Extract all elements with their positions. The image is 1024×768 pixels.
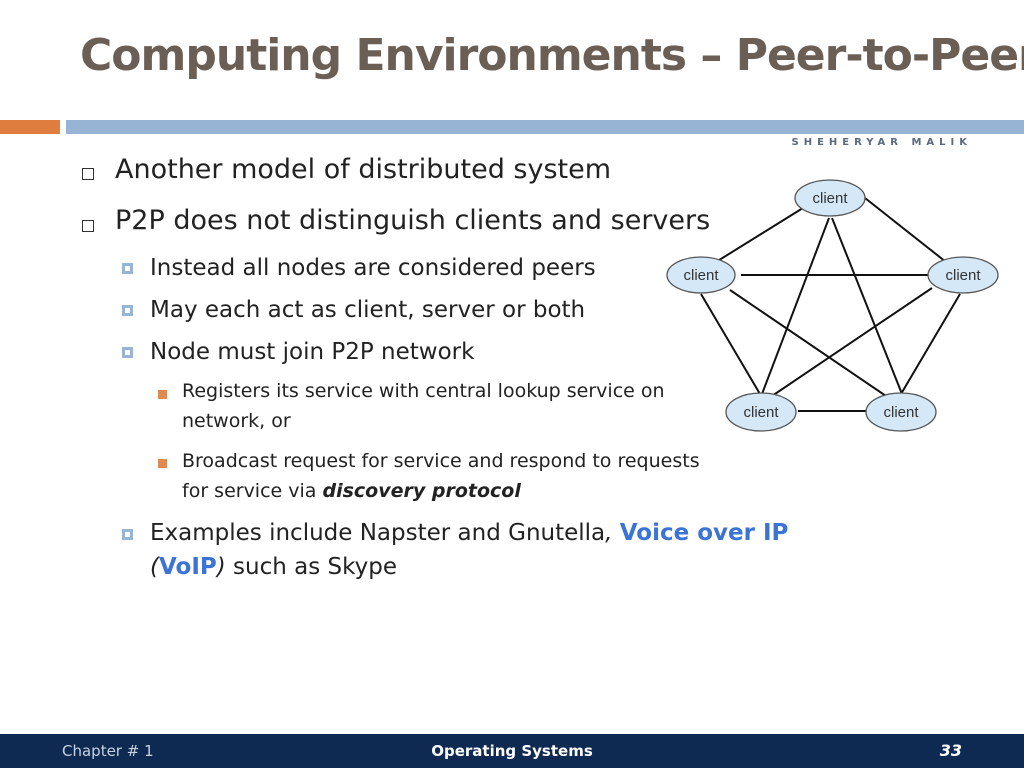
peer-to-peer-network-diagram: client client client client client	[666, 179, 999, 432]
edge	[831, 217, 903, 395]
edge	[900, 293, 961, 395]
footer-page-number: 33	[939, 741, 962, 760]
close-paren: )	[216, 554, 226, 580]
bullet-text: for service via discovery protocol	[182, 480, 521, 502]
discovery-protocol-term: discovery protocol	[322, 480, 521, 502]
accent-bar-blue	[66, 120, 1024, 134]
bullet-square-icon	[82, 220, 94, 232]
edge	[761, 217, 830, 395]
edge	[771, 287, 933, 397]
voip-term: Voice over IP	[619, 520, 789, 546]
client-node-bottom-right	[865, 392, 937, 432]
network-nodes: client client client client client	[666, 179, 999, 432]
edge	[715, 202, 812, 263]
sub-sub-bullet-icon	[158, 390, 167, 399]
client-node-label: client	[683, 267, 719, 284]
bullet-text: network, or	[182, 410, 291, 432]
client-node-label: client	[743, 404, 779, 421]
bullet-text-tail: such as Skype	[225, 554, 397, 580]
accent-bar-orange	[0, 120, 60, 134]
voip-abbr: VoIP	[158, 554, 217, 580]
open-paren: (	[150, 554, 159, 580]
client-node-bottom-left	[725, 392, 797, 432]
client-node-right	[927, 256, 999, 294]
sub-bullet-icon	[122, 263, 133, 274]
bullet-text-main: Examples include Napster and Gnutella	[150, 520, 606, 546]
sub-bullet-icon	[122, 347, 133, 358]
edge	[700, 293, 761, 395]
bullet-text: Registers its service with central looku…	[182, 380, 665, 402]
slide-footer: Chapter # 1 Operating Systems 33	[0, 734, 1024, 768]
client-node-label: client	[812, 190, 848, 207]
bullet-text: Instead all nodes are considered peers	[150, 255, 596, 281]
author-name: SHEHERYAR MALIK	[791, 137, 972, 148]
client-node-top	[794, 179, 866, 217]
sub-sub-bullet-icon	[158, 459, 167, 468]
bullet-text: P2P does not distinguish clients and ser…	[115, 205, 711, 236]
client-node-label: client	[945, 267, 981, 284]
sub-bullet-icon	[122, 529, 133, 540]
comma: ,	[605, 520, 620, 546]
bullet-text: Broadcast request for service and respon…	[182, 450, 700, 472]
bullet-text: May each act as client, server or both	[150, 297, 586, 323]
edge	[729, 289, 887, 397]
bullet-text-prefix: for service via	[182, 480, 323, 502]
bullet-square-icon	[82, 168, 94, 180]
bullet-text: Another model of distributed system	[115, 154, 612, 185]
edge	[864, 197, 947, 263]
bullet-text: Node must join P2P network	[150, 339, 475, 365]
footer-chapter: Chapter # 1	[62, 742, 154, 760]
client-node-label: client	[883, 404, 919, 421]
bullet-text: (VoIP) such as Skype	[150, 554, 397, 580]
footer-course: Operating Systems	[431, 742, 593, 760]
network-edges	[700, 197, 961, 412]
sub-bullet-icon	[122, 305, 133, 316]
bullet-text: Examples include Napster and Gnutella, V…	[150, 520, 788, 546]
client-node-left	[666, 256, 736, 294]
slide-title: Computing Environments – Peer-to-Peer	[80, 30, 1024, 81]
